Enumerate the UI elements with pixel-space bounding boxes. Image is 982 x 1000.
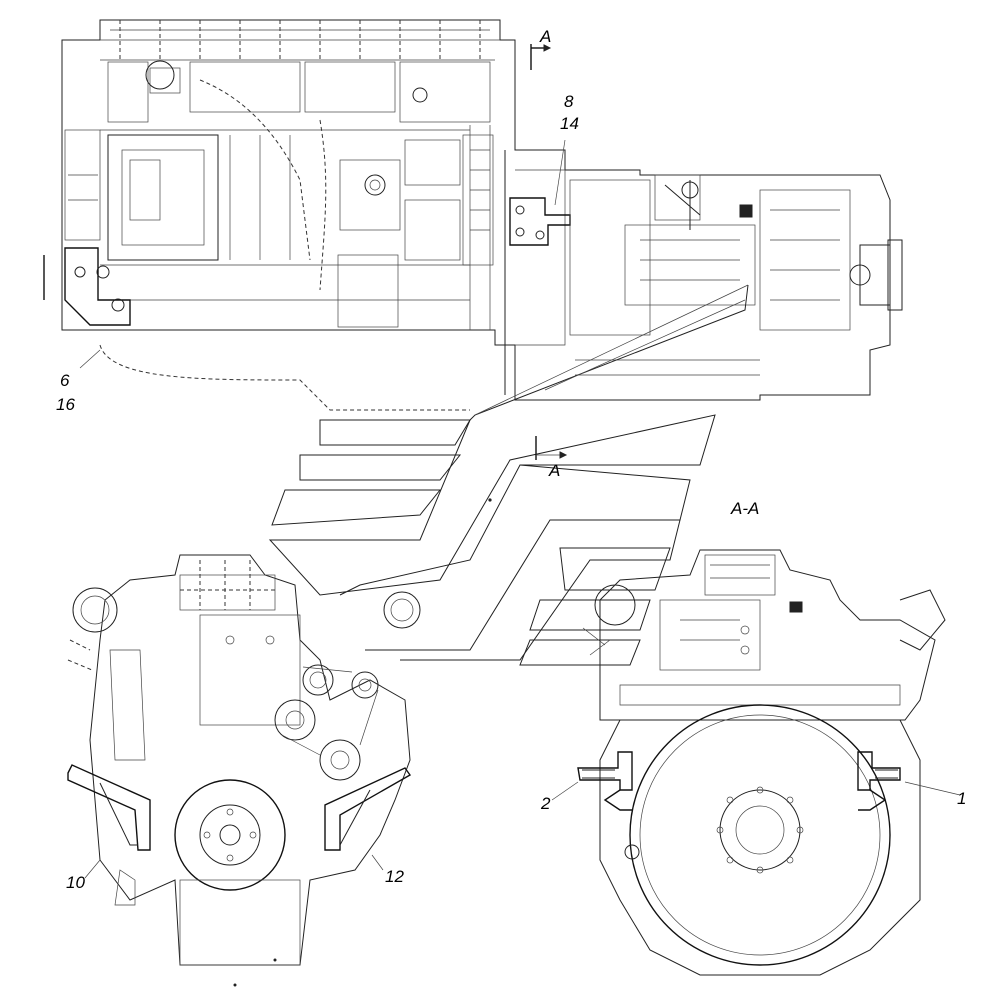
callout-14: 14 xyxy=(560,114,579,133)
callout-16: 16 xyxy=(56,395,75,414)
section-a-a-view xyxy=(551,549,961,976)
section-mark-a-mid: A xyxy=(549,461,561,480)
engine-side-view xyxy=(43,19,903,411)
callout-10: 10 xyxy=(66,873,85,892)
section-mark-a-top: A xyxy=(540,27,552,46)
section-view-title: A-A xyxy=(731,499,760,518)
break-leader-bands xyxy=(268,284,749,666)
callout-2: 2 xyxy=(541,794,551,813)
callout-1: 1 xyxy=(957,789,967,808)
callout-12: 12 xyxy=(385,867,404,886)
callout-8: 8 xyxy=(564,92,574,111)
callout-6: 6 xyxy=(60,371,70,390)
engine-front-view xyxy=(67,554,421,987)
